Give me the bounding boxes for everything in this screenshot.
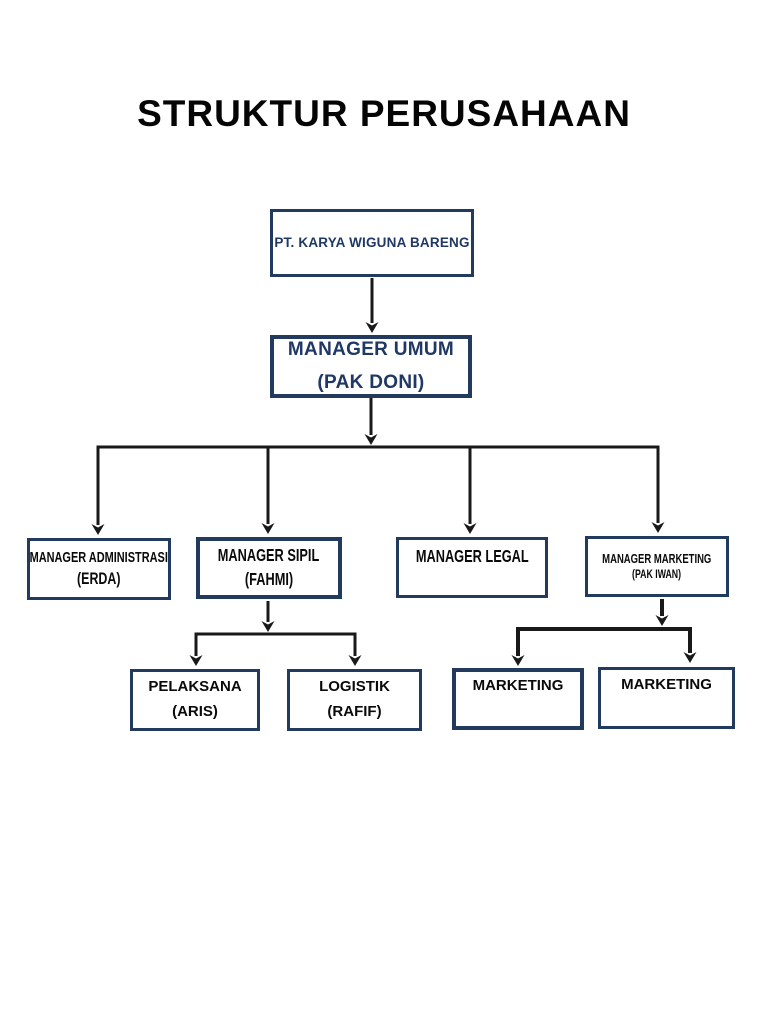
org-box-manager-umum: MANAGER UMUM (PAK DONI) [270,335,472,398]
org-box-manager-umum-person: (PAK DONI) [317,372,425,393]
org-box-manager-administrasi: MANAGER ADMINISTRASI (ERDA) [27,538,171,600]
org-box-manager-marketing-title: MANAGER MARKETING [602,550,712,566]
page-title: STRUKTUR PERUSAHAAN [137,93,631,134]
org-box-manager-sipil: MANAGER SIPIL (FAHMI) [196,537,342,599]
org-box-company: PT. KARYA WIGUNA BARENG [270,209,474,277]
org-box-marketing-1-title: MARKETING [472,677,564,695]
org-box-manager-administrasi-person: (ERDA) [77,568,121,588]
org-box-pelaksana-title: PELAKSANA [148,678,242,696]
org-box-pelaksana: PELAKSANA (ARIS) [130,669,260,731]
org-box-manager-legal-title: MANAGER LEGAL [415,545,529,566]
org-box-company-label: PT. KARYA WIGUNA BARENG [274,234,470,250]
org-box-marketing-1: MARKETING [452,668,584,730]
org-box-logistik-title: LOGISTIK [319,678,390,696]
org-box-manager-sipil-title: MANAGER SIPIL [218,545,320,566]
org-box-manager-administrasi-title: MANAGER ADMINISTRASI [29,549,169,566]
org-box-pelaksana-person: (ARIS) [172,703,218,720]
org-box-marketing-2-title: MARKETING [621,676,712,694]
org-box-logistik-person: (RAFIF) [327,703,382,720]
org-box-manager-umum-title: MANAGER UMUM [287,339,455,361]
org-box-marketing-2: MARKETING [598,667,735,729]
org-box-manager-marketing: MANAGER MARKETING (PAK IWAN) [585,536,729,597]
org-box-manager-sipil-person: (FAHMI) [244,569,294,589]
org-box-logistik: LOGISTIK (RAFIF) [287,669,422,731]
org-box-manager-marketing-person: (PAK IWAN) [632,567,682,582]
org-box-manager-legal: MANAGER LEGAL [396,537,548,598]
